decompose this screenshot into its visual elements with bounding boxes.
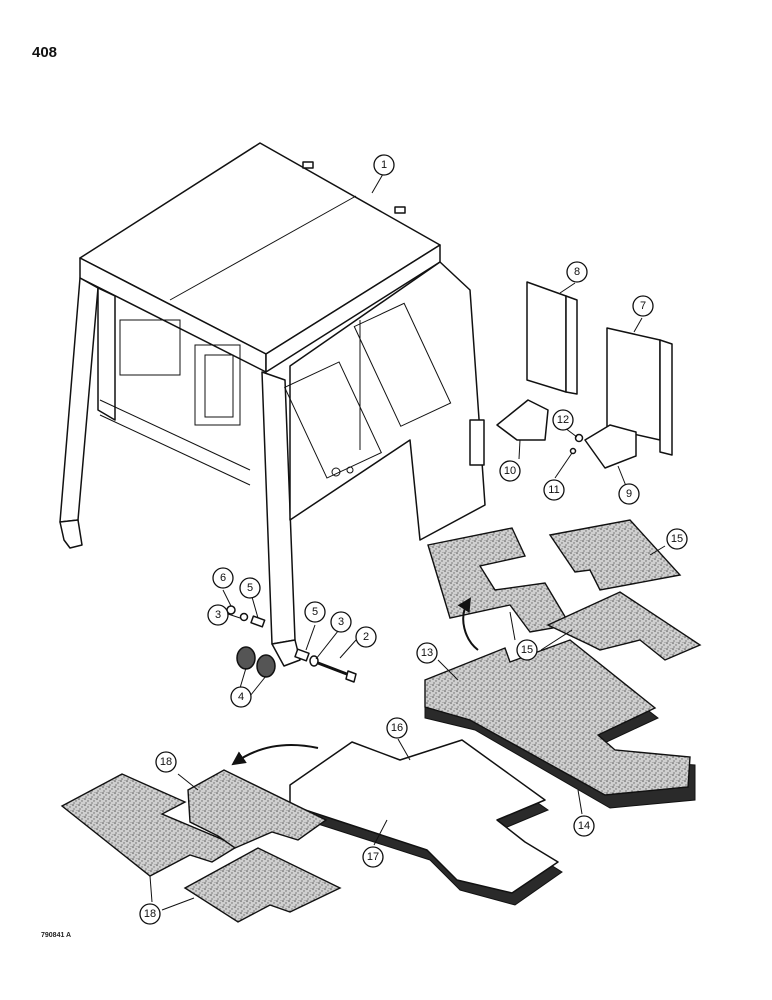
callout-6: 6	[212, 567, 234, 589]
cab-frame	[59, 142, 486, 667]
svg-text:9: 9	[626, 488, 632, 500]
callout-7: 7	[632, 295, 654, 317]
svg-text:14: 14	[578, 820, 590, 832]
svg-text:3: 3	[215, 609, 221, 621]
callout-14: 14	[573, 815, 595, 837]
callout-8: 8	[566, 261, 588, 283]
callout-17: 17	[362, 846, 384, 868]
svg-text:8: 8	[574, 266, 580, 278]
svg-text:15: 15	[521, 644, 533, 656]
svg-text:6: 6	[220, 572, 226, 584]
floor-mat-16-17	[289, 739, 563, 906]
callout-15-top: 15	[666, 528, 688, 550]
callout-4: 4	[230, 686, 252, 708]
callout-2: 2	[355, 626, 377, 648]
drawing-code: 790841 A	[41, 932, 72, 939]
page-number: 408	[32, 44, 58, 61]
svg-text:18: 18	[160, 756, 172, 768]
svg-text:11: 11	[548, 484, 559, 496]
floor-mats-18	[60, 769, 342, 923]
svg-text:1: 1	[381, 159, 387, 171]
callout-9: 9	[618, 483, 640, 505]
svg-text:18: 18	[144, 908, 156, 920]
floor-mat-13-14	[424, 639, 696, 809]
svg-text:4: 4	[238, 691, 244, 703]
callout-16: 16	[386, 717, 408, 739]
svg-text:16: 16	[391, 722, 403, 734]
callout-5-left: 5	[239, 577, 261, 599]
callout-10: 10	[499, 460, 521, 482]
callout-12: 12	[552, 409, 574, 431]
callout-5-right: 5	[304, 601, 326, 623]
svg-text:13: 13	[421, 647, 433, 659]
svg-text:15: 15	[671, 533, 683, 545]
svg-text:17: 17	[367, 851, 379, 863]
mounting-hardware	[226, 605, 357, 683]
svg-text:12: 12	[557, 414, 569, 426]
svg-text:10: 10	[504, 465, 516, 477]
brackets	[496, 281, 673, 469]
svg-text:7: 7	[640, 300, 646, 312]
svg-text:3: 3	[338, 616, 344, 628]
callout-1: 1	[373, 154, 395, 176]
svg-text:2: 2	[363, 631, 369, 643]
callout-18-bottom: 18	[139, 903, 161, 925]
callout-15-bottom: 15	[516, 639, 538, 661]
callout-3-right: 3	[330, 611, 352, 633]
callout-13: 13	[416, 642, 438, 664]
callout-11: 11	[543, 479, 565, 501]
svg-text:5: 5	[247, 582, 253, 594]
callout-3-left: 3	[207, 604, 229, 626]
svg-text:5: 5	[312, 606, 318, 618]
callout-18-top: 18	[155, 751, 177, 773]
